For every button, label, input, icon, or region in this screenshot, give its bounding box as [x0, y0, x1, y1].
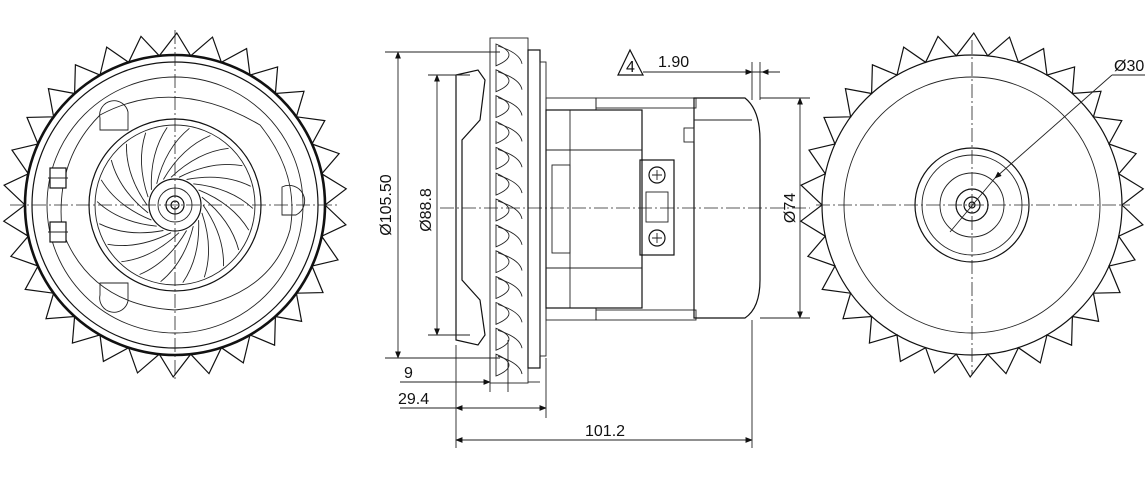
impeller-blade	[170, 147, 229, 178]
impeller-blade	[186, 176, 251, 187]
blade-profile	[495, 172, 510, 196]
impeller-blade	[202, 204, 224, 267]
note-number: 4	[626, 59, 635, 76]
blade-curve	[497, 71, 523, 90]
blade-profile	[495, 224, 510, 248]
side-dimensions: Ø105.50 Ø88.8 Ø74 4 1.90 9 29.4	[378, 48, 810, 448]
impeller-blade	[201, 212, 210, 278]
blade-curve	[497, 252, 523, 271]
side-winding	[551, 164, 571, 254]
impeller-blade	[140, 132, 149, 198]
side-screw-top	[648, 166, 666, 184]
blade-curve	[497, 123, 523, 142]
blade-curve	[497, 45, 523, 64]
blade-profile	[495, 275, 510, 300]
impeller-blade	[100, 179, 152, 221]
blade-curve	[497, 200, 523, 220]
rear-view: Ø30	[799, 31, 1145, 379]
side-flange-lip	[539, 61, 547, 357]
side-flange	[527, 49, 541, 369]
impeller-blade	[150, 127, 168, 190]
blade-curve	[497, 97, 523, 116]
blade-profile	[495, 327, 510, 351]
blade-profile	[495, 146, 510, 170]
impeller-blade	[110, 159, 149, 214]
blade-profile	[495, 301, 510, 325]
dim-gap: 1.90	[658, 54, 689, 71]
blade-profile	[495, 353, 510, 377]
side-view	[440, 37, 810, 384]
impeller-blade	[107, 232, 172, 247]
front-housing-body	[60, 96, 293, 311]
impeller-blade	[198, 189, 250, 231]
leader-shaft	[994, 74, 1113, 179]
blade-profile	[495, 69, 510, 93]
blade-profile	[495, 120, 510, 145]
front-view	[2, 30, 348, 380]
blade-curve	[497, 148, 523, 168]
side-brush-holder	[639, 159, 675, 256]
dim-fan-depth: 29.4	[398, 391, 429, 408]
impeller-blade	[160, 226, 194, 283]
front-impeller-blades	[96, 127, 254, 283]
dim-outer-diameter: Ø105.50	[378, 174, 395, 235]
blade-curve	[497, 355, 523, 375]
blade-curve	[497, 278, 523, 297]
side-bar-top	[595, 97, 697, 109]
impeller-blade	[156, 127, 190, 184]
dim-shaft-diameter: Ø30	[1114, 58, 1144, 75]
impeller-blade	[121, 232, 180, 263]
blade-profile	[495, 43, 510, 67]
note-triangle	[617, 48, 644, 76]
blade-curve	[497, 304, 523, 323]
front-bump-top	[99, 100, 129, 131]
impeller-blade	[99, 223, 164, 234]
blade-profile	[495, 250, 510, 274]
side-rod-bottom	[545, 307, 597, 321]
front-bump-right	[281, 184, 306, 216]
impeller-blade	[163, 135, 211, 180]
side-blade-profiles	[495, 43, 523, 377]
dim-total-length: 101.2	[585, 423, 625, 440]
blade-curve	[497, 174, 523, 194]
side-fan-cover	[455, 69, 486, 346]
impeller-blade	[139, 230, 187, 275]
front-bump-bottom	[99, 282, 129, 313]
impeller-blade	[126, 143, 148, 206]
dim-motor-diameter: Ø74	[782, 193, 799, 223]
impeller-blade	[201, 196, 240, 251]
blade-curve	[497, 226, 523, 245]
side-motor-cap	[693, 97, 761, 319]
impeller-blade	[178, 163, 243, 178]
side-bar-bottom	[595, 309, 697, 321]
blade-profile	[495, 95, 510, 119]
dim-flange-offset: 9	[404, 365, 413, 382]
side-stator	[545, 109, 643, 309]
side-screw-bottom	[648, 229, 666, 247]
blade-curve	[497, 329, 523, 349]
dim-inner-diameter: Ø88.8	[418, 188, 435, 232]
impeller-blade	[182, 220, 200, 283]
blade-profile	[495, 198, 510, 222]
side-rod-top	[545, 97, 597, 111]
